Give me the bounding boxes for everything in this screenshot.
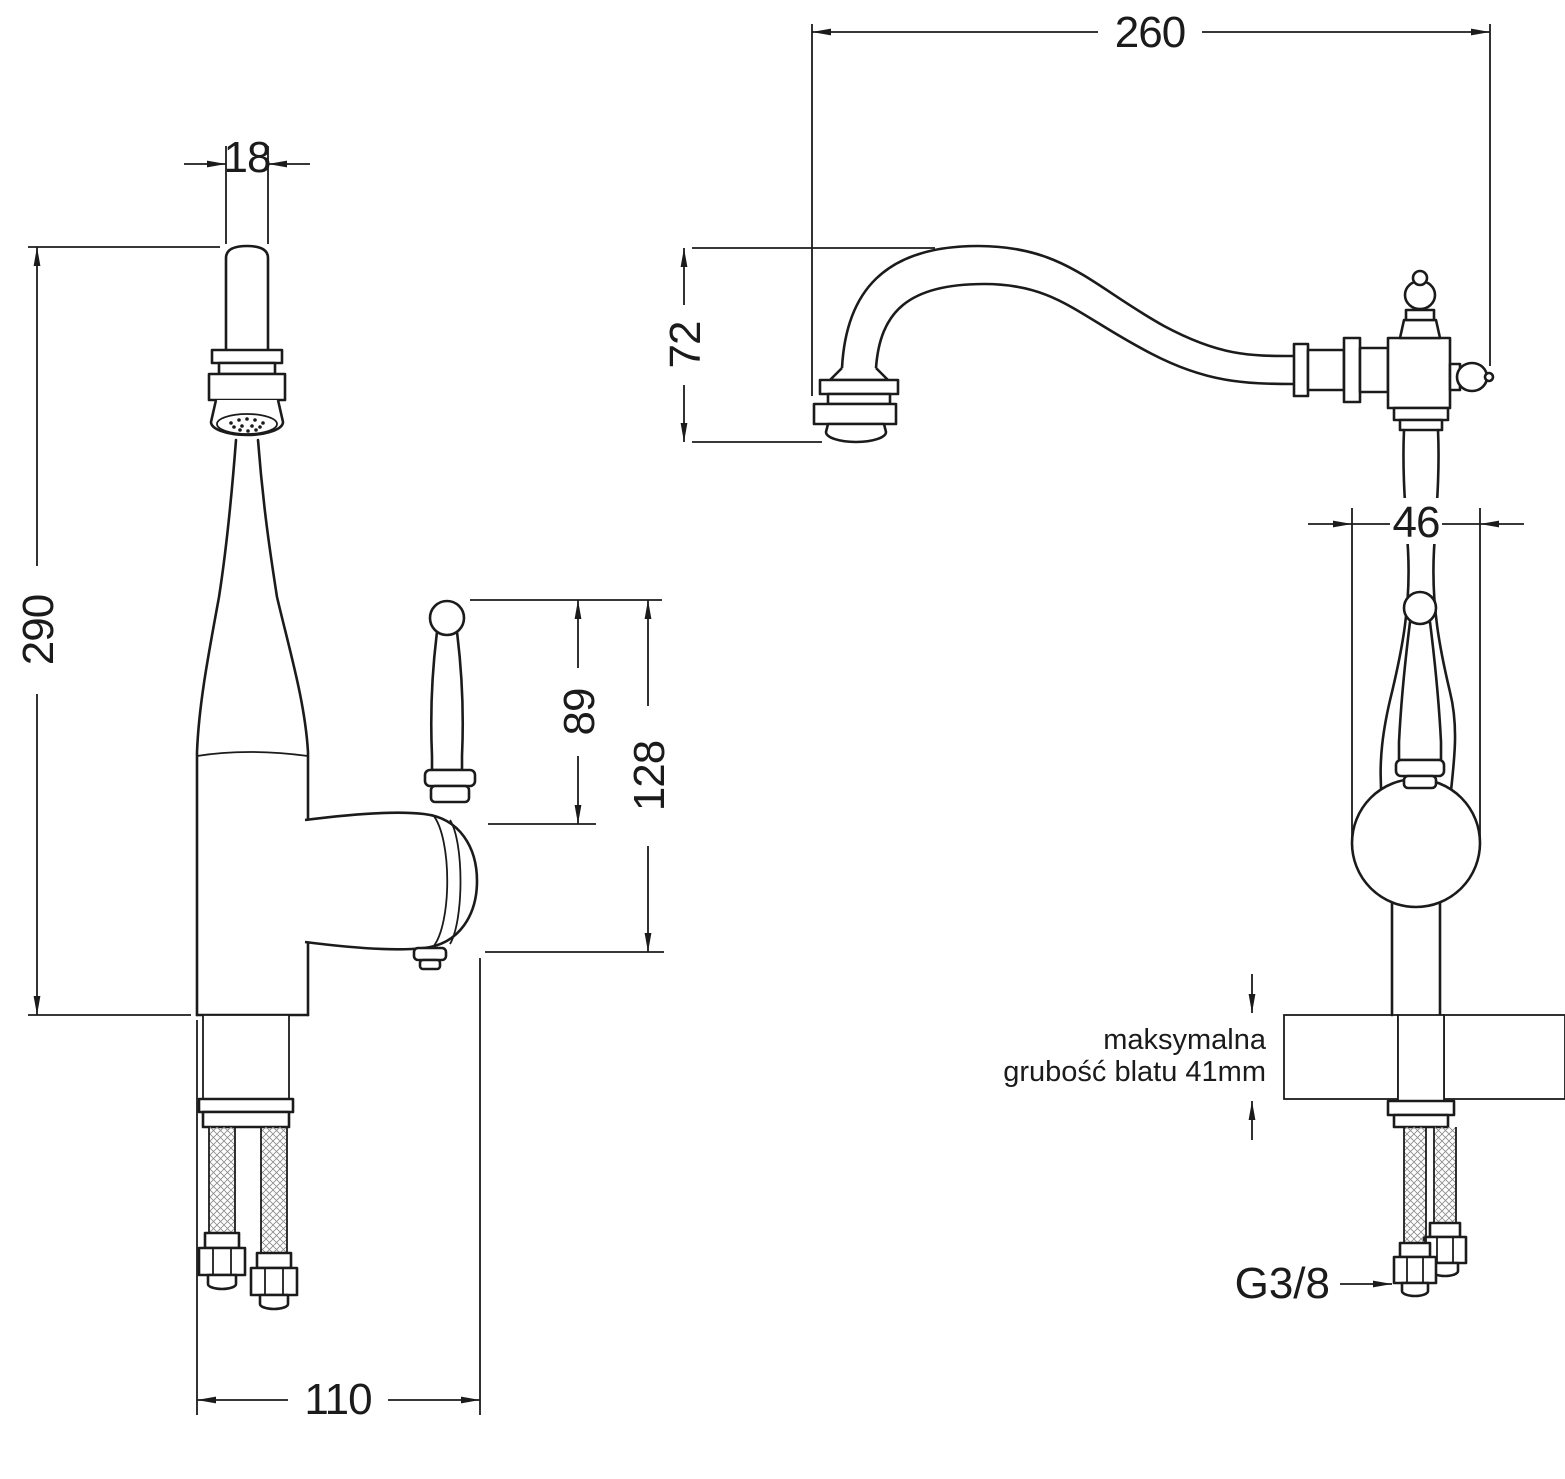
dim-handle-full-label: 128 [625, 741, 674, 811]
aerator-screen-dots [229, 417, 265, 433]
mounting-nut [201, 1110, 291, 1129]
side-body [195, 438, 310, 1017]
front-head [1386, 269, 1495, 432]
side-dimensions [28, 146, 664, 1415]
counter-note-line2: grubość blatu 41mm [1003, 1056, 1266, 1088]
counter-note-line1: maksymalna [1103, 1024, 1267, 1056]
dim-total-height-label: 290 [14, 595, 63, 665]
dim-body-width-label: 46 [1393, 498, 1440, 547]
dim-handle-upper-label: 89 [555, 689, 604, 736]
front-spout [812, 244, 1390, 444]
handle-knob [1402, 590, 1438, 626]
side-handle [423, 599, 477, 804]
thread-size-label: G3/8 [1235, 1259, 1330, 1308]
side-supply-hoses [197, 1127, 299, 1311]
front-handle [1394, 590, 1446, 790]
front-dimension-labels: 260 72 46 maksymalna grubość blatu 41mm … [661, 8, 1442, 1308]
front-view: 260 72 46 maksymalna grubość blatu 41mm … [661, 8, 1565, 1308]
mounting-washer [1392, 1113, 1450, 1129]
front-mounting-shank [1386, 1014, 1456, 1129]
front-supply-hoses [1392, 1127, 1468, 1298]
side-mounting-shank [197, 1014, 295, 1129]
dim-spout-drop-label: 72 [661, 322, 710, 369]
dim-spout-diameter-label: 18 [224, 133, 271, 182]
side-view: 18 290 89 128 110 [14, 133, 674, 1424]
side-dimension-labels: 18 290 89 128 110 [14, 133, 674, 1424]
mounting-nut [1386, 1099, 1456, 1117]
handle-knob [428, 599, 466, 637]
mounting-washer [197, 1097, 295, 1114]
dim-spout-reach-label: 260 [1115, 8, 1185, 57]
side-finial [1455, 361, 1489, 393]
dim-base-depth-label: 110 [304, 1375, 371, 1424]
side-cartridge-housing [304, 811, 479, 971]
front-body [1350, 428, 1482, 1017]
side-spout [207, 244, 287, 437]
body-ball [1350, 777, 1482, 909]
